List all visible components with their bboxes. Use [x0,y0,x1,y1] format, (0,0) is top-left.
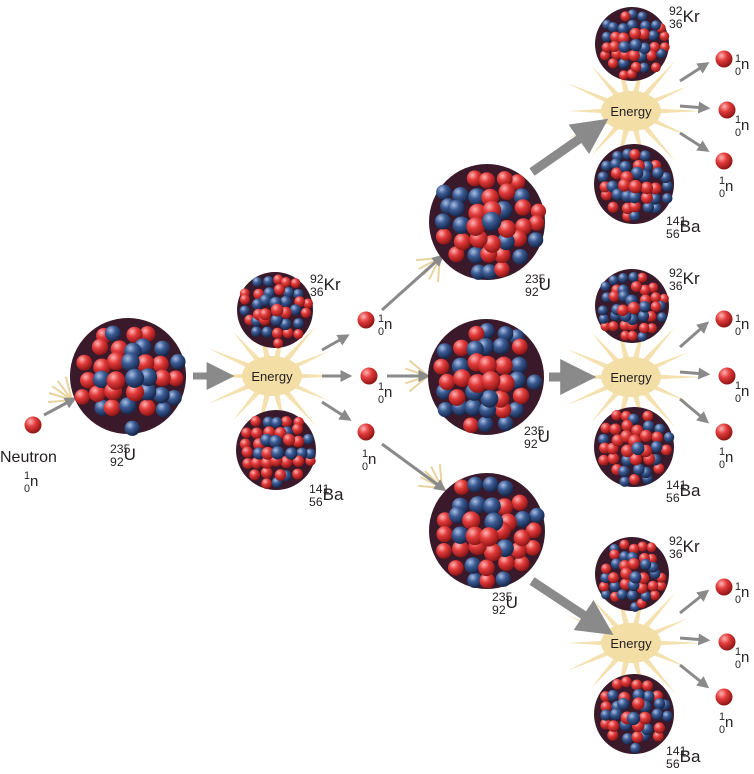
neutron-3c [715,423,733,441]
neutron-3b [718,367,736,385]
energy-label-2: Energy [610,104,652,119]
impact-lines-1 [48,376,73,404]
energy-burst-3 [566,314,703,440]
arrow-release-2c [679,131,710,152]
arrow-fission-4 [529,577,614,635]
neutron-1a [357,311,375,329]
arrow-release-3a [679,321,710,349]
arrow-release-4a [679,589,710,615]
barium-nucleus-3 [594,407,675,487]
arrow-release-1c [321,400,352,421]
arrow-to-u2 [380,254,445,312]
arrow-release-4b [679,633,711,646]
neutron-2b [718,101,736,119]
arrow-release-1a [321,334,350,352]
uranium-nucleus-4 [429,473,545,589]
energy-burst-4 [566,580,703,706]
uranium-nucleus-3 [428,319,544,435]
energy-label-4: Energy [610,636,652,651]
arrow-to-u4 [381,442,447,492]
arrow-release-4c [679,663,710,689]
incoming-neutron [24,416,42,434]
neutron-3a [715,310,733,328]
nuclei [24,7,736,754]
neutron-1c [357,423,375,441]
barium-nucleus-1 [236,410,316,490]
energy-burst-1 [207,313,344,439]
arrow-release-2a [679,62,710,83]
arrow-neutron-in [43,397,77,417]
arrows [43,62,711,689]
arrow-release-2b [679,101,711,114]
neutron-2a [715,50,733,68]
barium-nucleus-4 [594,674,674,754]
arrow-release-3c [679,397,710,424]
neutron-label: Neutron [0,449,57,466]
energy-bursts [48,48,703,706]
neutron-1b [360,367,378,385]
energy-label-3: Energy [610,370,652,385]
krypton-nucleus-1 [237,272,314,349]
uranium-nucleus-2 [429,164,547,280]
uranium-nucleus-1 [70,318,186,436]
krypton-nucleus-4 [595,537,669,612]
krypton-nucleus-3 [595,269,669,343]
krypton-nucleus-2 [595,7,670,81]
neutron-4b [718,633,736,651]
neutron-4a [715,578,733,596]
neutron-4c [715,688,733,706]
energy-burst-2 [566,48,703,174]
neutron-2c [715,152,733,170]
energy-label-1: Energy [251,369,293,384]
arrow-fission-2 [529,118,609,176]
barium-nucleus-2 [594,144,674,224]
arrow-release-3b [679,367,711,380]
